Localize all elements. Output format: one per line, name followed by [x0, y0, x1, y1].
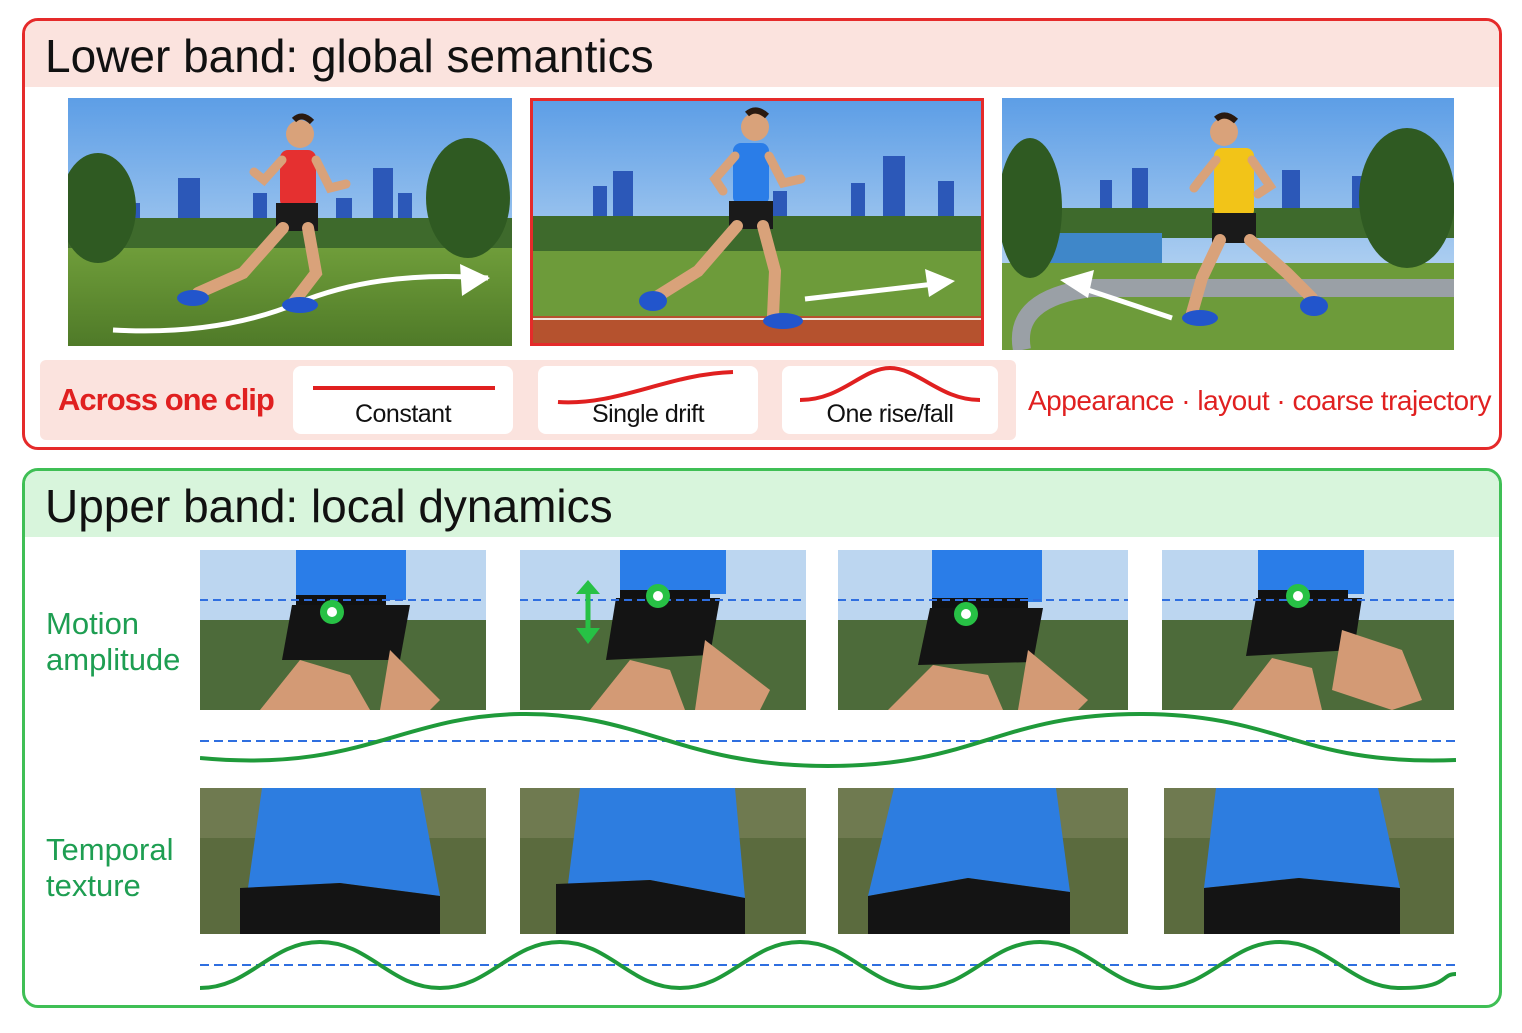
amplitude-frame-3 — [838, 550, 1128, 710]
lower-band-summary: Appearance · layout · coarse trajectory — [1028, 385, 1491, 416]
legend-card-single-drift: Single drift — [538, 366, 758, 434]
amplitude-frame-2 — [520, 550, 806, 710]
amplitude-frame-1 — [200, 550, 486, 710]
upper-band-title: Upper band: local dynamics — [45, 480, 613, 532]
texture-frame-1 — [200, 788, 486, 934]
lower-frame-3 — [1002, 98, 1454, 350]
amplitude-frame-4 — [1162, 550, 1454, 710]
lower-band-header: Lower band: global semantics — [25, 21, 1499, 87]
texture-frame-4 — [1164, 788, 1454, 934]
vertical-arrow-icon — [576, 580, 600, 644]
amplitude-wave — [200, 711, 1456, 769]
row-label-line2: texture — [46, 868, 141, 903]
legend-card-constant: Constant — [293, 366, 513, 434]
legend-title: Across one clip — [58, 382, 275, 417]
amplitude-waveform — [200, 711, 1456, 769]
lower-band-title: Lower band: global semantics — [45, 30, 654, 82]
row-label-line1: Temporal — [46, 832, 174, 867]
row-label-motion-amplitude: Motion amplitude — [46, 606, 180, 678]
row-label-temporal-texture: Temporal texture — [46, 832, 174, 904]
legend-card-one-rise-fall: One rise/fall — [782, 366, 998, 434]
texture-wave — [200, 939, 1456, 991]
upper-band-header: Upper band: local dynamics — [25, 471, 1499, 537]
lower-frame-2-highlighted — [530, 98, 984, 346]
legend-label-constant: Constant — [354, 400, 452, 428]
row-label-line1: Motion — [46, 606, 140, 641]
texture-frame-2 — [520, 788, 806, 934]
bump-icon — [799, 366, 981, 402]
row-label-line2: amplitude — [46, 642, 181, 677]
texture-waveform — [200, 939, 1456, 991]
legend-label-one-rise-fall: One rise/fall — [826, 400, 954, 428]
legend-label-single-drift: Single drift — [591, 400, 705, 428]
lower-frame-1 — [68, 98, 512, 346]
s-curve-icon — [557, 370, 734, 405]
flat-line-icon — [313, 386, 495, 390]
texture-frame-3 — [838, 788, 1128, 934]
